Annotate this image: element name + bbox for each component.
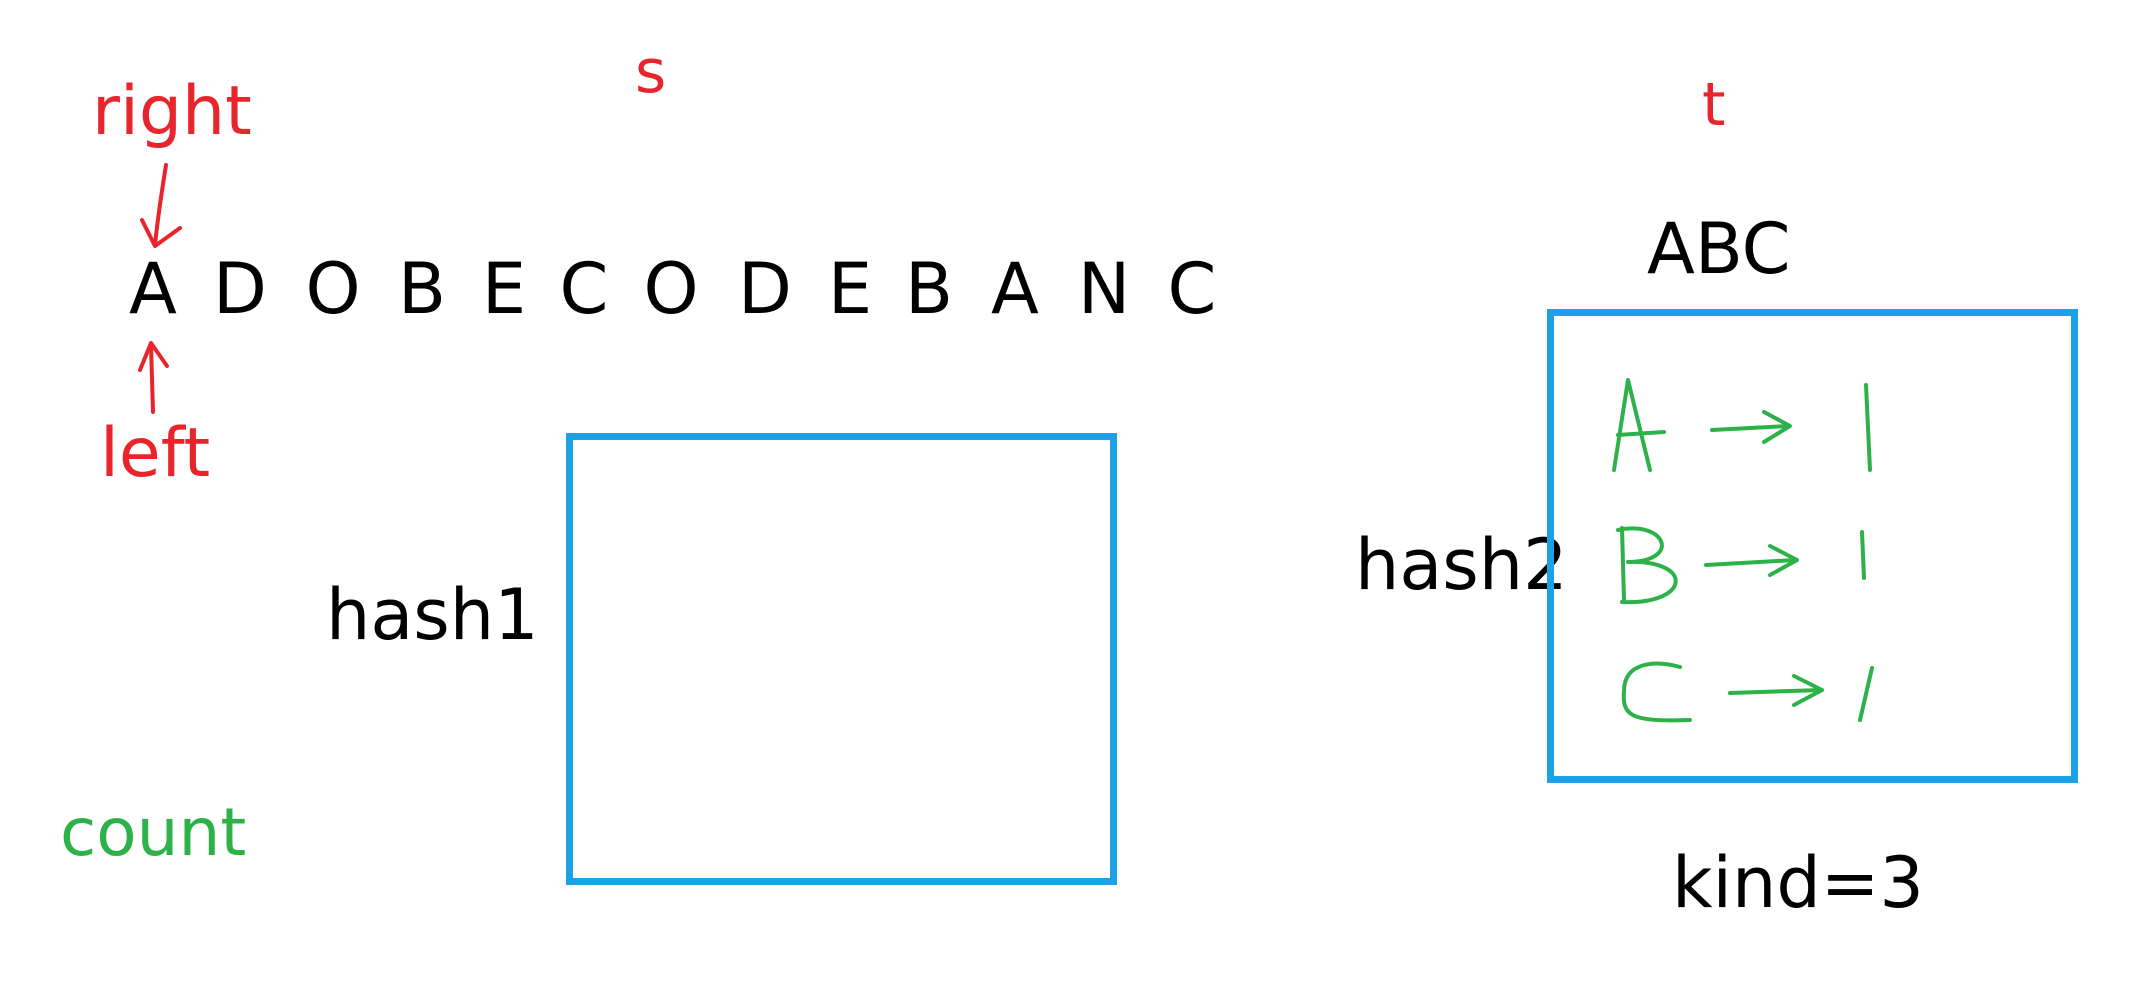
seq-char: E	[481, 248, 527, 330]
seq-char: A	[129, 248, 177, 330]
seq-char: O	[305, 248, 361, 330]
seq-char: B	[904, 248, 954, 330]
hash2-label: hash2	[1355, 524, 1568, 606]
seq-char: C	[1167, 248, 1217, 330]
string-s-label: s	[635, 37, 667, 107]
seq-char: E	[827, 248, 873, 330]
seq-char: O	[643, 248, 699, 330]
seq-char: D	[738, 248, 792, 330]
seq-char: N	[1077, 248, 1131, 330]
seq-char: B	[397, 248, 447, 330]
right-pointer-label: right	[92, 72, 252, 151]
count-label: count	[60, 794, 247, 871]
string-t-label: t	[1702, 70, 1726, 140]
kind-label: kind=3	[1672, 842, 1924, 924]
hash2-box	[1547, 309, 2078, 783]
hash1-box	[566, 433, 1117, 885]
seq-char: C	[559, 248, 609, 330]
t-value: ABC	[1647, 208, 1791, 290]
hash1-label: hash1	[326, 574, 539, 656]
seq-char: A	[991, 248, 1039, 330]
left-pointer-label: left	[100, 414, 211, 493]
seq-char: D	[213, 248, 267, 330]
